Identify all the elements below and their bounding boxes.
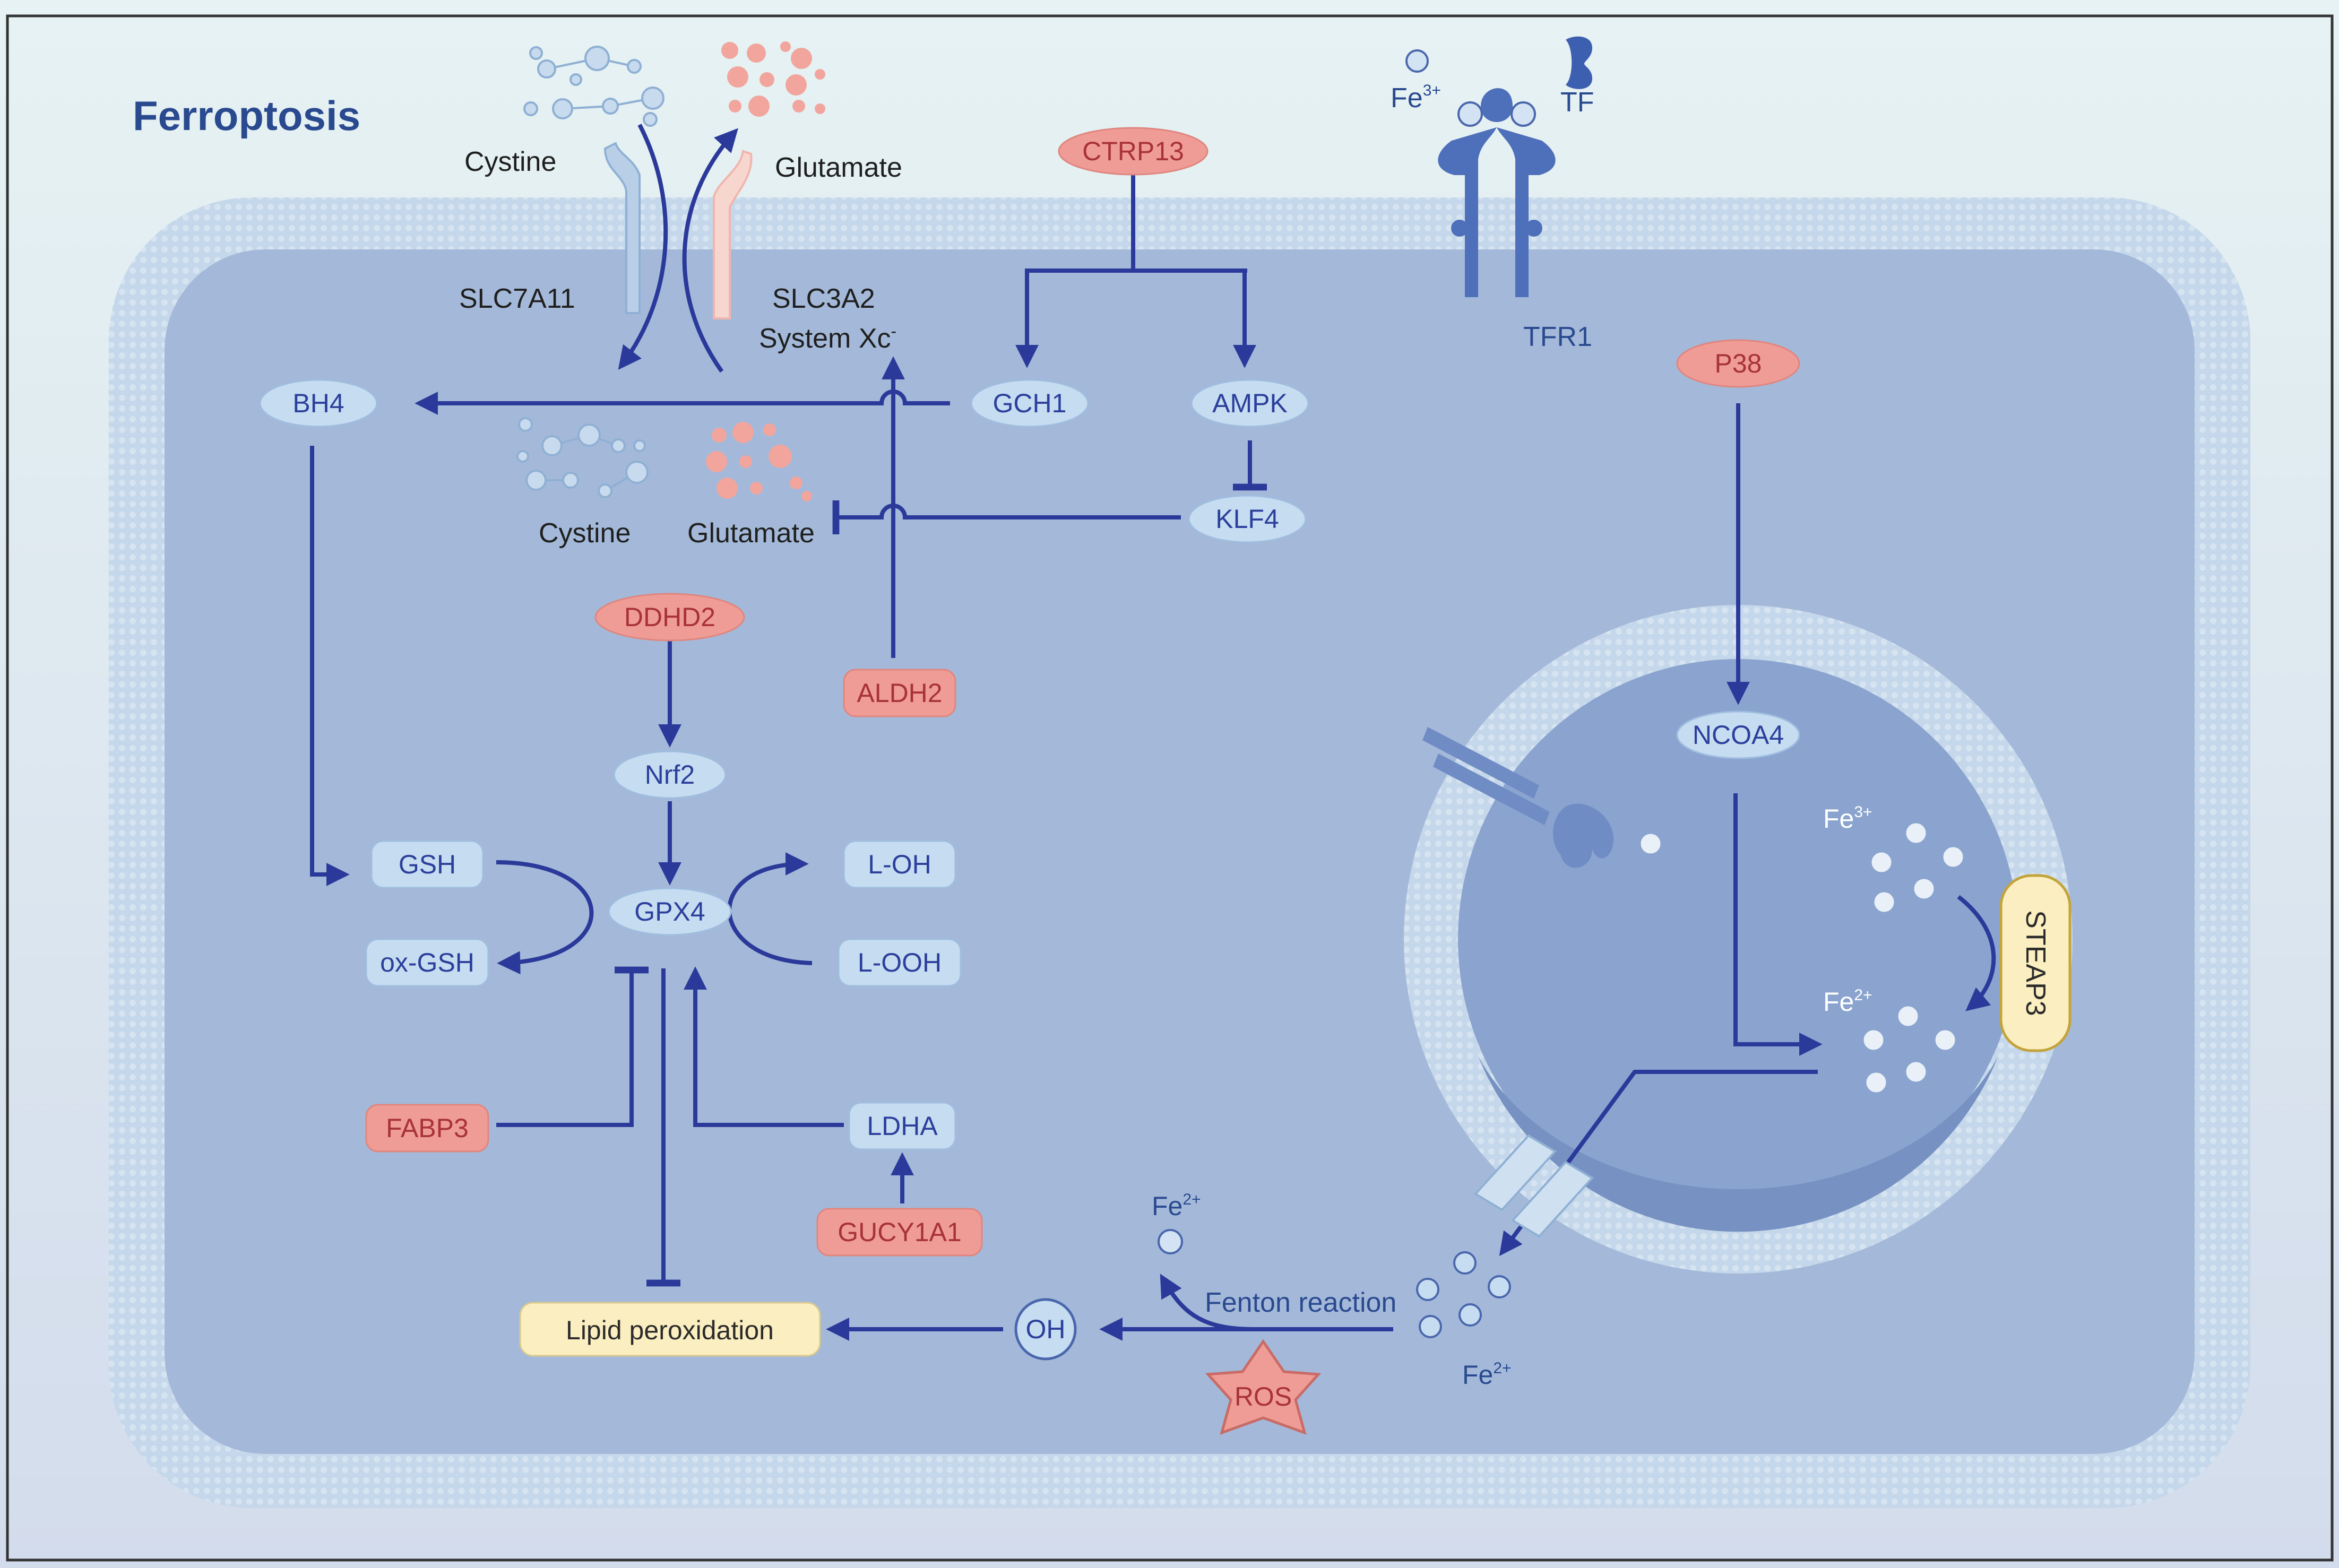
ncoa4-label: NCOA4 bbox=[1693, 720, 1784, 750]
glutamate-molecules-outside bbox=[721, 41, 825, 117]
tf-icon bbox=[1566, 36, 1592, 89]
gsh-label: GSH bbox=[399, 850, 456, 879]
cystine-inside-label: Cystine bbox=[539, 518, 631, 549]
nrf2-node bbox=[613, 750, 727, 799]
oxgsh-node bbox=[365, 938, 489, 987]
aldh2-node bbox=[843, 669, 956, 717]
lipid-peroxidation-label: Lipid peroxidation bbox=[566, 1315, 774, 1345]
fabp3-node bbox=[365, 1104, 489, 1153]
loh-label: L-OH bbox=[868, 850, 931, 879]
tf-label: TF bbox=[1560, 87, 1594, 118]
klf4-inhibits-transport bbox=[832, 500, 1181, 534]
gch1-node bbox=[970, 379, 1089, 428]
fe3-outside-label: Fe3+ bbox=[1391, 82, 1441, 114]
ncoa4-node bbox=[1676, 711, 1800, 759]
steap3-label: STEAP3 bbox=[2020, 910, 2051, 1016]
fenton-fe2-arrow bbox=[1160, 1274, 1253, 1331]
gpx4-node bbox=[608, 887, 732, 936]
nuclear-transport-channel bbox=[1422, 727, 1662, 868]
frame-border bbox=[6, 14, 2334, 1562]
ros-star bbox=[1205, 1339, 1322, 1435]
gpx4-label: GPX4 bbox=[634, 897, 705, 926]
slc3a2-label: SLC3A2 bbox=[772, 283, 875, 314]
nuclear-export-channel bbox=[1473, 1134, 1594, 1238]
glutamate-export-arrow bbox=[682, 128, 738, 373]
oh-node bbox=[1014, 1298, 1077, 1361]
ncoa4-to-fe2-arrow bbox=[1733, 793, 1823, 1056]
nucleus-shade bbox=[1478, 1056, 1998, 1232]
klf4-label: KLF4 bbox=[1215, 504, 1279, 534]
slc3a2-transporter bbox=[713, 150, 753, 319]
cystine-molecules-outside bbox=[523, 46, 664, 127]
ampk-label: AMPK bbox=[1212, 388, 1288, 418]
glutamate-molecules-inside bbox=[706, 422, 812, 501]
lipid-peroxidation-node bbox=[519, 1302, 821, 1357]
slc7a11-label: SLC7A11 bbox=[459, 283, 575, 314]
fe2-bottom-pool bbox=[1416, 1251, 1511, 1338]
gucy1a1-label: GUCY1A1 bbox=[838, 1217, 961, 1247]
fe3-nucleus-pool bbox=[1870, 821, 1965, 914]
ctrp13-to-ampk-arrow bbox=[1133, 268, 1256, 368]
bh4-to-gsh-arrow bbox=[310, 446, 350, 886]
fe3-nucleus-label: Fe3+ bbox=[1823, 803, 1872, 834]
looh-node bbox=[838, 938, 962, 987]
tfr1-receptor bbox=[1438, 88, 1556, 297]
tfr1-label: TFR1 bbox=[1523, 322, 1592, 352]
loh-node bbox=[843, 840, 956, 889]
steap3-reduction-arrow bbox=[1957, 895, 1996, 1011]
ldha-node bbox=[848, 1102, 956, 1150]
fe2-free-dot bbox=[1158, 1229, 1183, 1254]
ddhd2-node bbox=[594, 593, 745, 642]
glutamate-outside-label: Glutamate bbox=[775, 152, 902, 183]
aldh2-label: ALDH2 bbox=[857, 678, 942, 708]
cystine-molecules-inside bbox=[516, 417, 649, 498]
gch1-label: GCH1 bbox=[993, 388, 1067, 418]
ddhd2-label: DDHD2 bbox=[624, 602, 715, 632]
looh-label: L-OOH bbox=[858, 948, 942, 977]
steap3-node bbox=[1999, 874, 2072, 1052]
p38-label: P38 bbox=[1715, 349, 1762, 378]
oxgsh-label: ox-GSH bbox=[380, 948, 474, 977]
slc7a11-transporter bbox=[603, 142, 641, 314]
klf4-node bbox=[1188, 495, 1307, 543]
oh-label: OH bbox=[1026, 1314, 1066, 1344]
fe2-bottom-label: Fe2+ bbox=[1462, 1359, 1512, 1390]
fenton-label: Fenton reaction bbox=[1205, 1287, 1396, 1318]
ros-label: ROS bbox=[1235, 1382, 1292, 1411]
nrf2-label: Nrf2 bbox=[645, 760, 695, 790]
ldha-label: LDHA bbox=[867, 1111, 938, 1141]
p38-node bbox=[1676, 339, 1800, 388]
ampk-node bbox=[1190, 379, 1309, 428]
bh4-label: BH4 bbox=[292, 388, 344, 418]
fe2-nucleus-label: Fe2+ bbox=[1823, 986, 1872, 1017]
cystine-import-arrow bbox=[618, 124, 668, 370]
gucy1a1-node bbox=[816, 1208, 983, 1257]
ctrp13-node bbox=[1058, 127, 1209, 176]
cystine-outside-label: Cystine bbox=[464, 146, 556, 177]
glutamate-inside-label: Glutamate bbox=[687, 518, 815, 549]
fe3-outside-dot bbox=[1405, 49, 1429, 73]
fe2-free-label: Fe2+ bbox=[1152, 1191, 1201, 1221]
ldha-to-gpx4-arrow bbox=[684, 966, 844, 1127]
system-xc-label: System Xc- bbox=[759, 322, 896, 354]
gsh-node bbox=[370, 840, 484, 889]
bh4-node bbox=[259, 379, 378, 428]
fe2-nucleus-pool bbox=[1862, 1004, 1957, 1094]
page-title: Ferroptosis bbox=[133, 92, 360, 139]
gsh-to-oxgsh-arrow bbox=[496, 860, 594, 975]
fabp3-inhibits-gpx4 bbox=[496, 966, 649, 1127]
ctrp13-label: CTRP13 bbox=[1082, 136, 1184, 166]
fabp3-label: FABP3 bbox=[386, 1113, 469, 1143]
